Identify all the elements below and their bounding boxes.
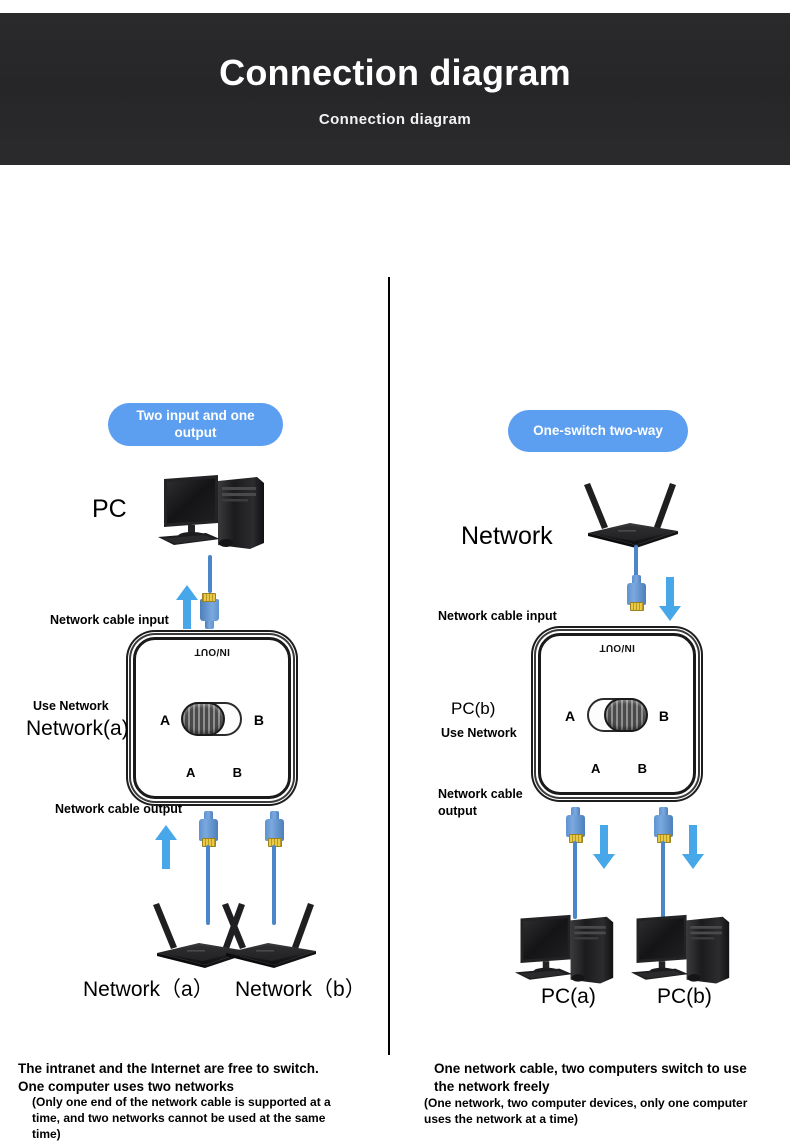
top-router-icon <box>574 483 692 551</box>
top-router-cable <box>634 545 638 577</box>
right-network-label: Network <box>461 522 553 550</box>
top-white-strip <box>0 0 790 13</box>
switch-toggle[interactable] <box>181 702 242 736</box>
input-arrow-down <box>659 577 681 621</box>
switch-side-a-label: A <box>160 712 171 728</box>
right-cable-output-label: Network cable output <box>438 787 523 818</box>
right-use-network-label: Use Network <box>441 726 517 740</box>
left-network-a-label: Network(a) <box>26 717 129 740</box>
pc-icon <box>152 473 272 555</box>
rj45-connector-output-b <box>265 811 284 847</box>
right-panel: One-switch two-way Network Network cable… <box>389 165 790 1126</box>
left-bottom-device-a-label: Network（a） <box>83 978 214 1001</box>
switch-bottom-a-label: A <box>591 761 601 776</box>
input-arrow-up <box>176 585 198 629</box>
page-title: Connection diagram <box>219 52 571 93</box>
right-panel-badge: One-switch two-way <box>508 410 688 452</box>
right-caption-main: One network cable, two computers switch … <box>434 1061 747 1095</box>
switch-bottom-a-label: A <box>186 765 196 780</box>
right-caption-sub: (One network, two computer devices, only… <box>424 1096 748 1127</box>
output-arrow-down-a <box>593 825 615 869</box>
output-cable-a <box>206 845 210 925</box>
output-cable-b <box>272 845 276 925</box>
rj45-connector-input <box>627 575 646 611</box>
rj45-connector-output-b <box>654 807 673 843</box>
pc-cable <box>208 555 212 593</box>
left-use-network-label: Use Network <box>33 699 109 713</box>
panel-divider <box>388 277 390 1055</box>
network-switch-box[interactable]: IN/OUT A B A B <box>538 633 696 795</box>
switch-bottom-b-label: B <box>637 761 647 776</box>
left-panel-badge: Two input and one output <box>108 403 283 446</box>
left-cable-output-label: Network cable output <box>55 802 183 816</box>
switch-toggle-knob[interactable] <box>181 702 225 736</box>
output-arrow-down-b <box>682 825 704 869</box>
output-cable-a <box>573 841 577 919</box>
page-subtitle: Connection diagram <box>318 110 472 128</box>
rj45-connector-output-a <box>566 807 585 843</box>
switch-side-b-label: B <box>253 712 264 728</box>
left-panel: Two input and one output PC <box>0 165 388 1141</box>
switch-inout-label: IN/OUT <box>194 646 230 657</box>
rj45-connector-input <box>200 593 219 629</box>
pc-icon-a <box>509 913 621 989</box>
switch-toggle-knob[interactable] <box>604 698 648 732</box>
right-bottom-device-b-label: PC(b) <box>657 985 712 1008</box>
output-cable-b <box>661 841 665 919</box>
switch-side-a-label: A <box>565 708 576 724</box>
router-icon-b <box>212 903 330 971</box>
switch-side-b-label: B <box>658 708 669 724</box>
right-cable-input-label: Network cable input <box>438 609 557 623</box>
left-cable-input-label: Network cable input <box>50 613 169 627</box>
left-caption-sub: (Only one end of the network cable is su… <box>32 1095 331 1142</box>
left-pc-label: PC <box>92 495 127 523</box>
switch-inout-label: IN/OUT <box>599 642 635 653</box>
right-pc-b-label: PC(b) <box>451 699 496 718</box>
diagram-body: Two input and one output PC <box>0 165 790 1141</box>
switch-bottom-b-label: B <box>232 765 242 780</box>
network-switch-box[interactable]: IN/OUT A B A B <box>133 637 291 799</box>
switch-toggle[interactable] <box>587 698 648 732</box>
rj45-connector-output-a <box>199 811 218 847</box>
output-arrow-up <box>155 825 177 869</box>
left-caption-main: The intranet and the Internet are free t… <box>18 1061 319 1095</box>
left-bottom-device-b-label: Network（b） <box>235 978 366 1001</box>
right-bottom-device-a-label: PC(a) <box>541 985 596 1008</box>
page-header: Connection diagram Connection diagram <box>0 13 790 165</box>
pc-icon-b <box>625 913 737 989</box>
